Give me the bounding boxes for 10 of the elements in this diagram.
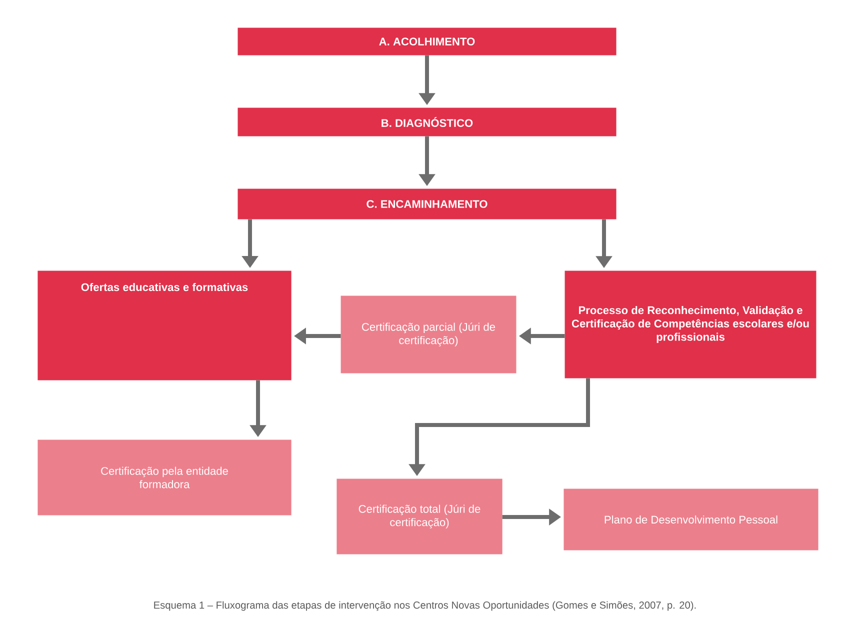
process-box: Ofertas educativas e formativas: [38, 270, 292, 380]
caption: Esquema 1 – Fluxograma das etapas de intervenção nos Centros Novas Oportunidades (Gomes e Simões, 2007, p. 20).: [154, 601, 696, 611]
process-box: Processo de Reconhecimento, Validação e Certificação de Competências escolares e/ou profissionais: [564, 270, 816, 378]
stage-box: A. ACOLHIMENTO: [238, 28, 616, 56]
process-box: Plano de Desenvolvimento Pessoal: [564, 488, 818, 550]
process-box: Certificação pela entidade formadora: [38, 440, 292, 516]
stage-box: C. ENCAMINHAMENTO: [238, 188, 616, 220]
stage-box: B. DIAGNÓSTICO: [238, 108, 616, 136]
process-box: Certificação parcial (Júri de certificação): [340, 296, 516, 374]
process-box: Certificação total (Júri de certificação): [336, 478, 502, 554]
